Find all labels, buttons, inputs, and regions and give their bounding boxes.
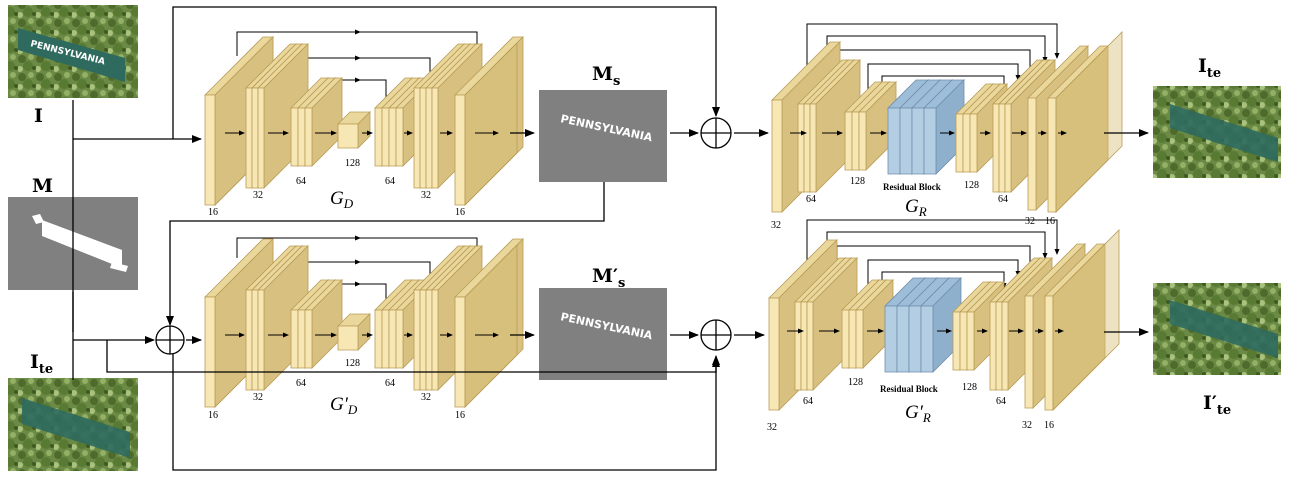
concat-node-top-right bbox=[700, 117, 732, 149]
svg-text:32: 32 bbox=[253, 190, 263, 201]
label-ms: Ms bbox=[592, 63, 620, 89]
gr-residual-label: Residual Block bbox=[883, 182, 941, 192]
svg-text:32: 32 bbox=[1022, 420, 1032, 431]
svg-text:128: 128 bbox=[345, 358, 360, 369]
svg-text:128: 128 bbox=[345, 158, 360, 169]
gd-label: GD bbox=[330, 188, 354, 211]
svg-text:32: 32 bbox=[771, 220, 781, 231]
svg-text:16: 16 bbox=[455, 207, 465, 218]
grp-blocks bbox=[768, 229, 1120, 411]
label-input-m: M bbox=[32, 175, 53, 197]
output-image-ite bbox=[1153, 86, 1281, 178]
gr-out-plane bbox=[1052, 229, 1120, 411]
svg-text:16: 16 bbox=[455, 410, 465, 421]
gr-dec16-0 bbox=[1044, 243, 1106, 411]
gd-mid128-0 bbox=[337, 111, 371, 149]
gr-enc128-2 bbox=[855, 279, 894, 369]
grp-residual-label: Residual Block bbox=[880, 384, 938, 394]
grp-label: G′R bbox=[905, 402, 931, 425]
gd-mid128-0 bbox=[337, 313, 371, 351]
gr-label: GR bbox=[905, 196, 927, 219]
svg-text:32: 32 bbox=[421, 190, 431, 201]
gd-dec16-0 bbox=[454, 36, 524, 206]
gr-blocks bbox=[771, 31, 1123, 213]
label-out-itep: I′te bbox=[1203, 392, 1231, 418]
gdp-label: G′D bbox=[330, 394, 358, 417]
network-gdp: G′D 16 32 64 128 64 32 16 bbox=[204, 235, 524, 421]
svg-text:32: 32 bbox=[253, 392, 263, 403]
label-out-ite: Ite bbox=[1198, 55, 1221, 81]
gr-out-plane bbox=[1055, 31, 1123, 213]
concat-node-bottom-right bbox=[700, 319, 732, 351]
input-image-ite bbox=[8, 378, 138, 471]
svg-text:64: 64 bbox=[806, 194, 816, 205]
svg-text:128: 128 bbox=[964, 180, 979, 191]
label-input-i: I bbox=[34, 105, 43, 127]
svg-text:64: 64 bbox=[296, 176, 306, 187]
network-grp: Residual Block G′R 32 64 128 128 64 32 1… bbox=[767, 219, 1120, 433]
label-msp: M′s bbox=[592, 265, 625, 291]
svg-text:64: 64 bbox=[385, 176, 395, 187]
svg-text:64: 64 bbox=[385, 378, 395, 389]
network-gr: Residual Block GR 32 64 128 128 64 32 16 bbox=[771, 23, 1123, 231]
svg-text:16: 16 bbox=[1045, 216, 1055, 227]
svg-text:128: 128 bbox=[850, 176, 865, 187]
concat-node-bottom-left bbox=[155, 325, 185, 355]
gr-enc128-2 bbox=[858, 81, 897, 171]
svg-text:16: 16 bbox=[208, 410, 218, 421]
svg-text:64: 64 bbox=[998, 194, 1008, 205]
svg-text:128: 128 bbox=[848, 377, 863, 388]
street-sign bbox=[18, 28, 125, 82]
connections bbox=[72, 6, 1149, 471]
mask-ms: PENNSYLVANIA bbox=[539, 90, 667, 182]
svg-text:32: 32 bbox=[767, 422, 777, 433]
gd-out-plane bbox=[464, 42, 518, 206]
input-image-i: PENNSYLVANIA bbox=[8, 5, 138, 98]
svg-text:32: 32 bbox=[1025, 216, 1035, 227]
network-gd: GD 16 32 64 128 64 32 16 bbox=[204, 29, 524, 218]
svg-text:64: 64 bbox=[803, 396, 813, 407]
svg-text:16: 16 bbox=[208, 207, 218, 218]
gd-out-plane bbox=[464, 244, 518, 408]
gd-blocks bbox=[204, 36, 524, 206]
svg-text:128: 128 bbox=[962, 382, 977, 393]
svg-text:64: 64 bbox=[996, 396, 1006, 407]
gdp-blocks bbox=[204, 238, 524, 408]
gd-dec16-0 bbox=[454, 238, 524, 408]
svg-text:16: 16 bbox=[1044, 420, 1054, 431]
label-input-ite: Ite bbox=[30, 351, 53, 377]
svg-text:32: 32 bbox=[421, 392, 431, 403]
output-image-itep bbox=[1153, 283, 1281, 375]
mask-msp: PENNSYLVANIA bbox=[539, 288, 667, 380]
svg-text:64: 64 bbox=[296, 378, 306, 389]
